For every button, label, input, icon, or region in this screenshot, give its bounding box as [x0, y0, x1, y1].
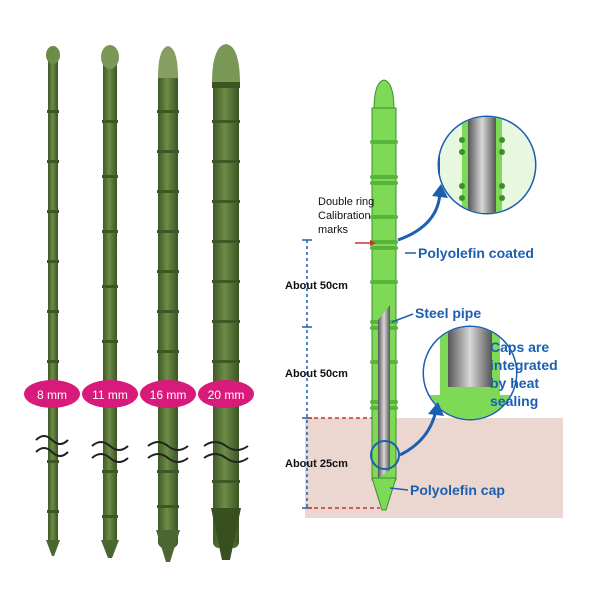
- size-badge-8mm: 8 mm: [37, 388, 67, 402]
- cap-label: Polyolefin cap: [410, 482, 505, 498]
- coating-label: Polyolefin coated: [418, 245, 534, 261]
- size-badges: 8 mm 11 mm 16 mm 20 mm: [24, 380, 254, 408]
- size-badge-11mm: 11 mm: [92, 388, 128, 402]
- dimension-label-1: About 50cm: [285, 280, 348, 292]
- pipe-label: Steel pipe: [415, 305, 481, 321]
- zoom-circle-cap: [422, 325, 518, 421]
- stake-8mm: [46, 46, 60, 556]
- stake-20mm: [211, 44, 241, 560]
- caps-label: Caps are integrated by heat sealing: [490, 339, 562, 409]
- zoom-circle-coating: [437, 115, 537, 215]
- size-badge-16mm: 16 mm: [150, 388, 187, 402]
- size-badge-20mm: 20 mm: [208, 388, 245, 402]
- diagram-stake: [370, 79, 400, 511]
- stake-11mm: [101, 45, 119, 558]
- cutaway-diagram: About 50cm About 50cm About 25cm Double …: [285, 79, 563, 518]
- dimension-label-3: About 25cm: [285, 458, 348, 470]
- stakes-group: [35, 44, 249, 562]
- calibration-label: Double ring Calibration marks: [318, 196, 377, 236]
- dimension-label-2: About 50cm: [285, 368, 348, 380]
- ground-area: [305, 418, 563, 518]
- stake-16mm: [156, 46, 180, 562]
- break-marks: [35, 435, 249, 463]
